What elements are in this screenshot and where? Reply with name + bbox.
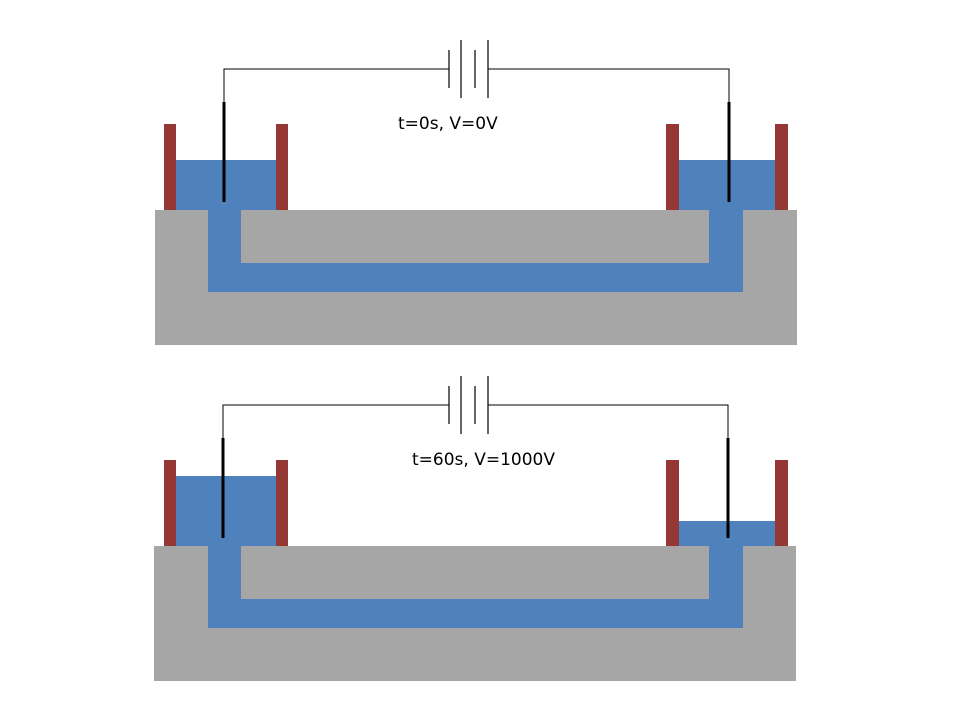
panel-bottom: t=60s, V=1000V bbox=[154, 376, 796, 681]
left-wire bbox=[222, 404, 449, 438]
panel-label: t=60s, V=1000V bbox=[412, 450, 555, 470]
right-reservoir-wall-outer bbox=[775, 460, 788, 546]
left-reservoir-liquid bbox=[176, 160, 276, 210]
left-reservoir-liquid bbox=[176, 476, 276, 546]
channel-liquid bbox=[208, 210, 743, 292]
panel-top: t=0s, V=0V bbox=[155, 40, 797, 345]
left-reservoir-wall-outer bbox=[164, 460, 176, 546]
left-reservoir-wall-inner bbox=[276, 124, 288, 210]
panel-label: t=0s, V=0V bbox=[398, 114, 498, 134]
left-reservoir-wall-inner bbox=[276, 460, 288, 546]
right-reservoir-wall-inner bbox=[666, 460, 679, 546]
battery-icon bbox=[448, 40, 489, 98]
right-reservoir-wall-inner bbox=[666, 124, 679, 210]
right-wire bbox=[488, 68, 730, 102]
right-wire bbox=[488, 404, 729, 438]
battery-icon bbox=[448, 376, 489, 434]
right-reservoir-wall-outer bbox=[775, 124, 788, 210]
left-reservoir-wall-outer bbox=[164, 124, 176, 210]
right-reservoir-liquid bbox=[679, 160, 775, 210]
left-wire bbox=[223, 68, 449, 102]
channel-liquid bbox=[208, 546, 743, 628]
